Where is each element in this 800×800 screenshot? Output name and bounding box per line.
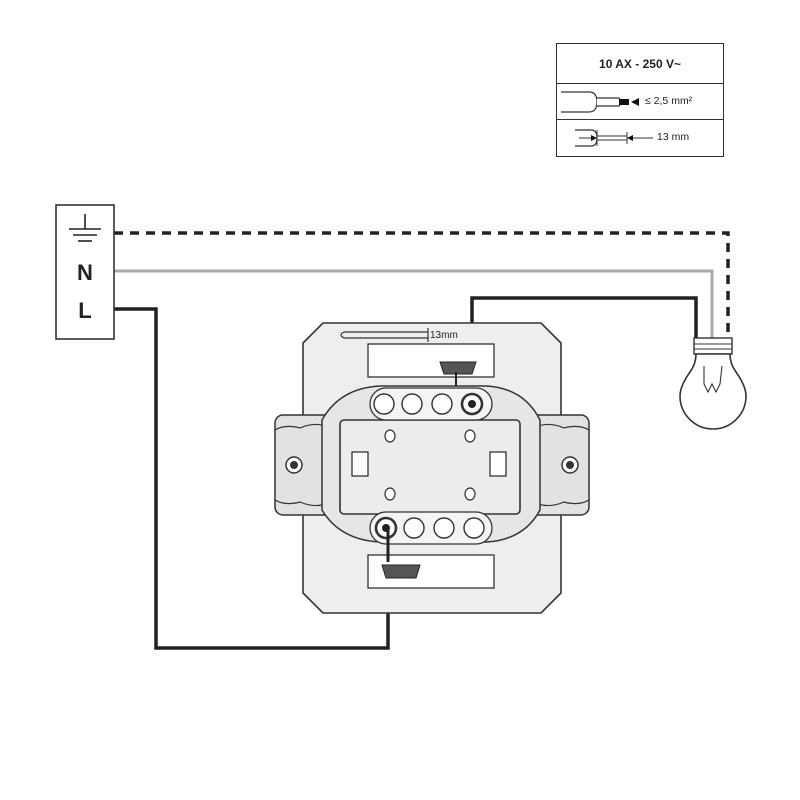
strip-gauge: 13mm [340,328,458,342]
strip-length-icon [575,129,653,147]
light-bulb-icon [679,337,747,430]
earth-ground-icon [69,214,101,242]
top-terminal-1 [373,393,395,415]
top-terminal-2 [401,393,423,415]
spec-strip-length-row: 13 mm [557,120,723,156]
top-release-slot [367,343,495,378]
wire-section-text: ≤ 2,5 mm² [645,95,693,107]
right-rocker-window [489,451,507,477]
spec-table: 10 AX - 250 V~ ≤ 2,5 mm² 13 mm [556,43,724,157]
strip-gauge-label: 13mm [430,330,458,341]
top-release-lever [439,361,477,375]
neutral-wire [114,269,714,344]
bottom-terminal-3 [433,517,455,539]
neutral-label: N [77,260,93,285]
supply-terminal: N L [55,204,115,340]
bottom-terminal-4 [463,517,485,539]
left-mounting-claw [274,414,336,516]
rating-text: 10 AX - 250 V~ [599,56,681,71]
earth-wire [114,231,730,338]
strip-length-text: 13 mm [657,131,690,143]
bottom-terminal-2 [403,517,425,539]
line-wire [114,307,390,650]
bottom-release-lever [381,564,421,579]
top-terminal-3 [431,393,453,415]
line-label: L [78,298,91,323]
spec-wire-section-row: ≤ 2,5 mm² [557,84,723,120]
switch-mechanism: 13mm [274,322,590,614]
cable-cross-section-icon [561,91,639,113]
left-rocker-window [351,451,369,477]
spec-rating-row: 10 AX - 250 V~ [557,44,723,84]
